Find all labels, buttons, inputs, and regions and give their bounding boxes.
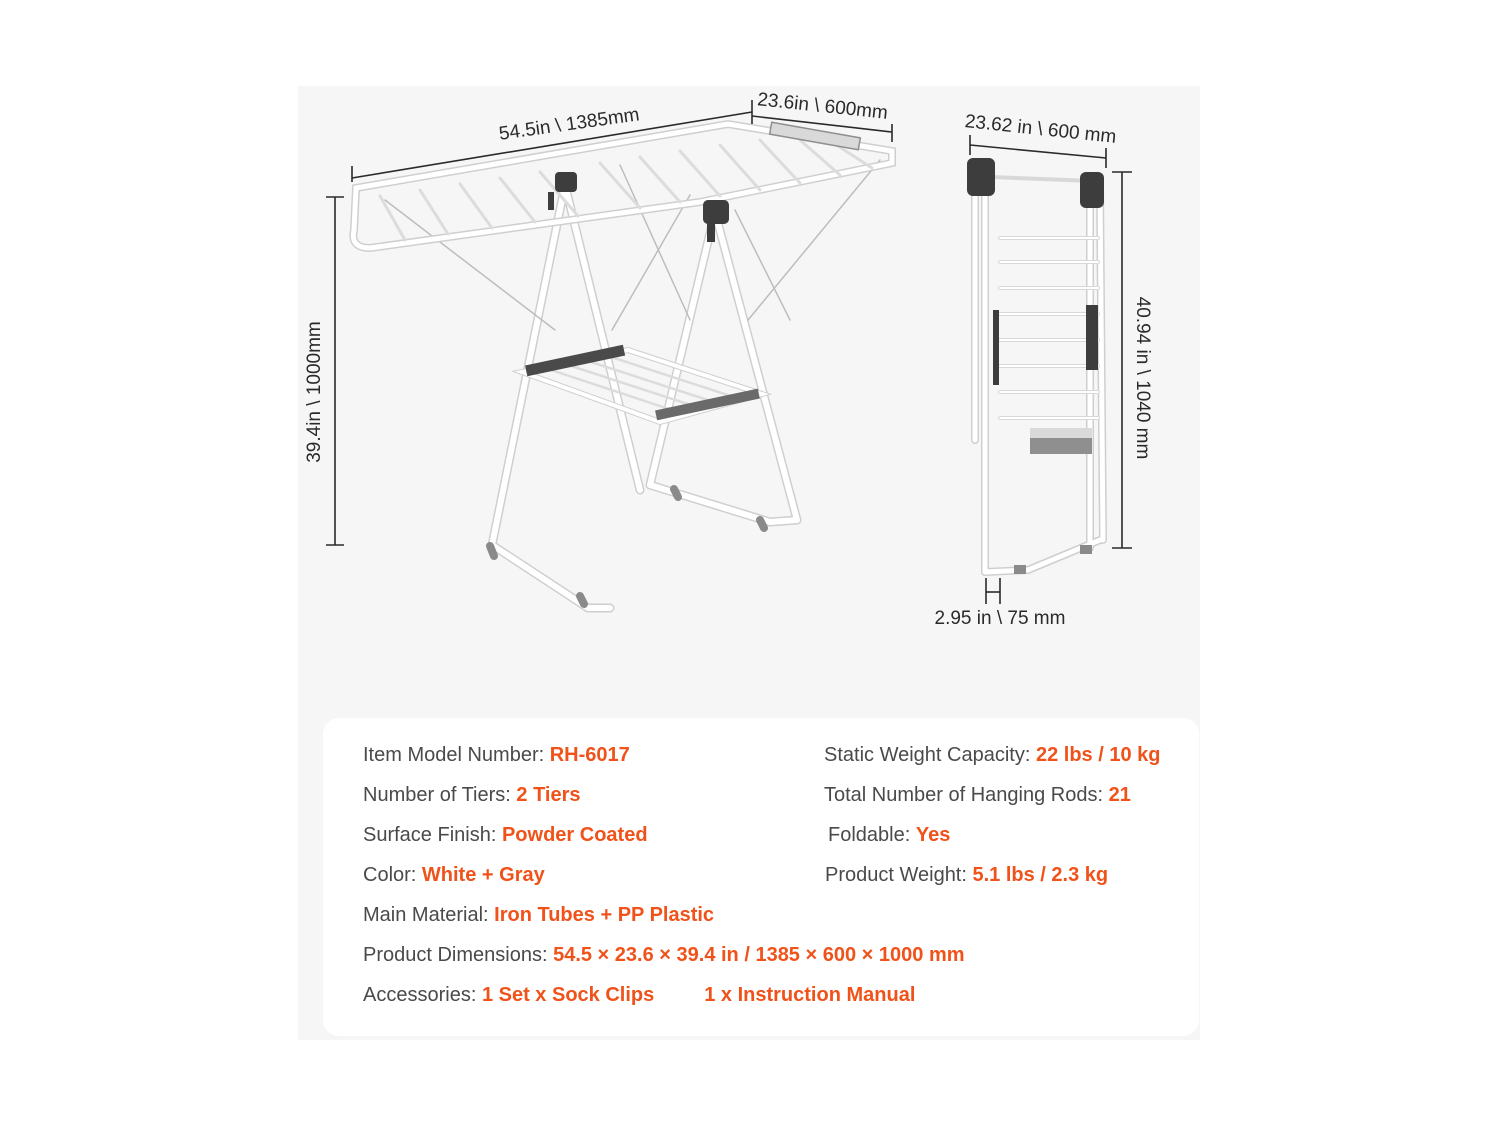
- height-dimension-label: 39.4in \ 1000mm: [304, 321, 325, 463]
- folded-width-dimension-label: 23.62 in \ 600 mm: [964, 111, 1117, 148]
- spec-number-of-tiers: Number of Tiers: 2 Tiers: [363, 784, 581, 806]
- spec-surface-finish: Surface Finish: Powder Coated: [363, 824, 648, 846]
- specifications-card: Item Model Number: RH-6017 Number of Tie…: [323, 718, 1199, 1036]
- folded-depth-dimension-label: 2.95 in \ 75 mm: [935, 608, 1066, 629]
- unfolded-rack-illustration: [349, 119, 896, 613]
- spec-static-weight-capacity: Static Weight Capacity: 22 lbs / 10 kg: [824, 744, 1161, 766]
- spec-model-number: Item Model Number: RH-6017: [363, 744, 630, 766]
- spec-product-weight: Product Weight: 5.1 lbs / 2.3 kg: [825, 864, 1109, 886]
- spec-color: Color: White + Gray: [363, 864, 545, 886]
- folded-height-dimension-label: 40.94 in \ 1040 mm: [1132, 297, 1153, 460]
- spec-foldable: Foldable: Yes: [828, 824, 951, 846]
- spec-hanging-rods: Total Number of Hanging Rods: 21: [824, 784, 1131, 806]
- spec-product-dimensions: Product Dimensions: 54.5 × 23.6 × 39.4 i…: [363, 944, 965, 966]
- dimension-lines-folded: [969, 135, 1132, 604]
- dimension-lines-unfolded: [326, 100, 893, 546]
- spec-main-material: Main Material: Iron Tubes + PP Plastic: [363, 904, 715, 926]
- folded-rack-illustration: [967, 158, 1107, 576]
